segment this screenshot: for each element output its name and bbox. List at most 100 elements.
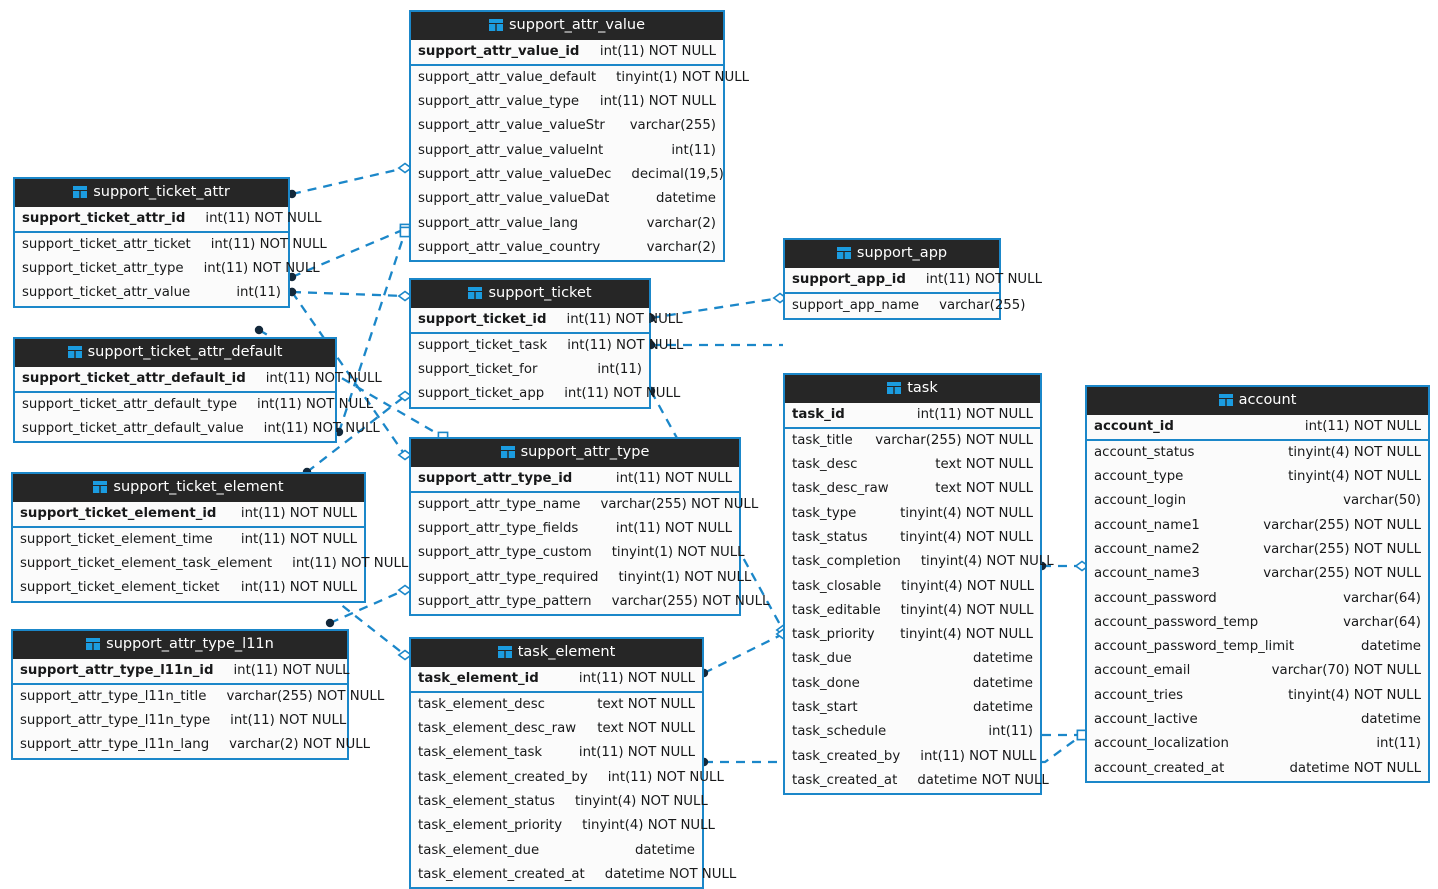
entity-header-support_attr_value[interactable]: support_attr_value [411, 12, 723, 40]
entity-header-support_ticket_attr_default[interactable]: support_ticket_attr_default [15, 339, 335, 367]
entity-header-task_element[interactable]: task_element [411, 639, 702, 667]
entity-header-support_ticket_attr[interactable]: support_ticket_attr [15, 179, 288, 207]
entity-header-support_ticket[interactable]: support_ticket [411, 280, 649, 308]
entity-header-support_app[interactable]: support_app [785, 240, 999, 268]
column-name: task_closable [792, 578, 882, 594]
entity-header-account[interactable]: account [1087, 387, 1428, 415]
entity-header-task[interactable]: task [785, 375, 1040, 403]
entity-header-support_attr_type_l11n[interactable]: support_attr_type_l11n [13, 631, 347, 659]
entity-header-support_attr_type[interactable]: support_attr_type [411, 439, 739, 467]
entity-header-support_ticket_element[interactable]: support_ticket_element [13, 474, 364, 502]
